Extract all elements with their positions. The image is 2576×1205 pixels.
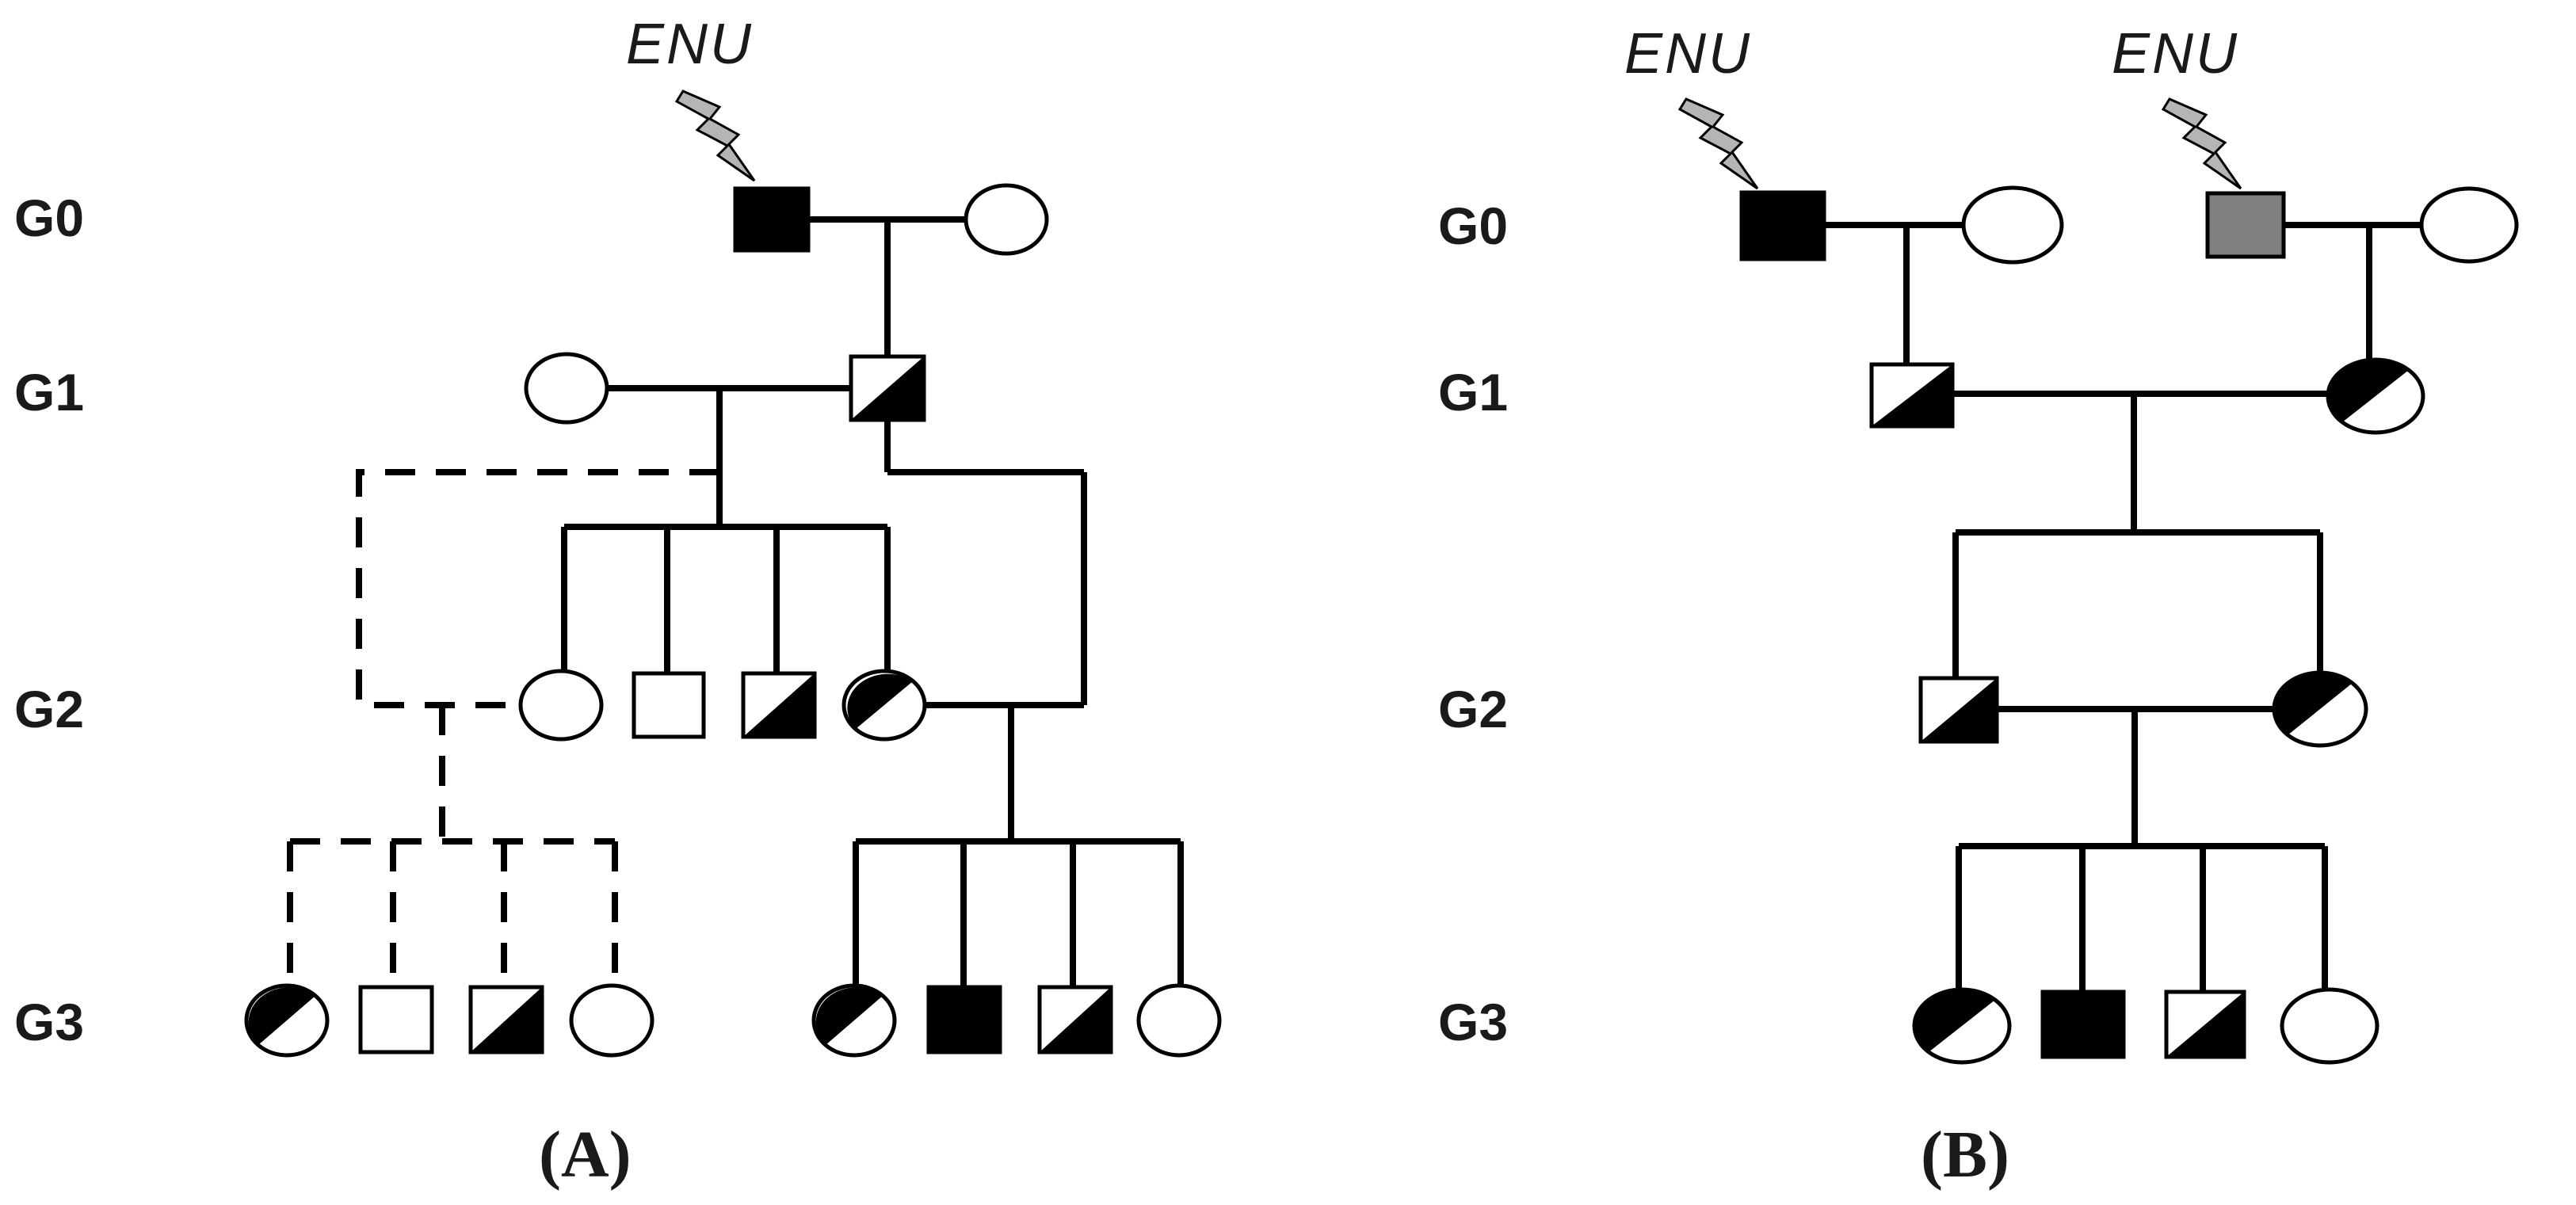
unaffected-female-symbol [2419,186,2519,264]
gen-label-g2-a: G2 [14,680,84,738]
pedigree-dashed-lines-a [287,469,719,986]
carrier-male-symbol [2164,990,2246,1059]
carrier-female-symbol [244,983,330,1058]
pedigree-panel-a: (A) [244,183,1222,1192]
carrier-female-symbol [2272,670,2368,748]
unaffected-female-symbol [964,183,1049,256]
unaffected-female-symbol [524,352,609,425]
carrier-male-symbol [1037,985,1113,1054]
carrier-male-symbol [1869,362,1955,429]
carrier-male-symbol [849,354,926,422]
gen-label-g1-a: G1 [14,363,84,421]
pedigree-lines-b [1824,222,2420,990]
lightning-bolt-icon [1677,97,1759,190]
unaffected-female-symbol [1961,185,2064,265]
unaffected-female-symbol [2280,987,2379,1065]
gen-label-g0-a: G0 [14,189,84,247]
carrier-male-symbol [1918,676,1999,744]
generation-labels-panel-b: G0 G1 G2 G3 [1438,196,1508,1051]
enu-label-a: ENU [626,13,754,76]
gen-label-g2-b: G2 [1438,680,1508,738]
generation-labels-panel-a: G0 G1 G2 G3 [14,189,84,1051]
panel-label-b: (B) [1921,1118,2009,1192]
gen-label-g3-a: G3 [14,993,84,1051]
enu-label-b-1: ENU [1624,22,1752,86]
carrier-female-symbol [841,669,927,742]
carrier-female-symbol [2326,357,2425,435]
unaffected-male-symbol [358,985,434,1054]
unaffected-female-symbol [518,669,604,742]
carrier-female-symbol [811,983,897,1058]
gen-label-g0-b: G0 [1438,196,1508,255]
affected-male-symbol [2040,990,2126,1059]
unaffected-male-symbol [632,671,706,739]
mutagenized-male-symbol [2205,191,2286,259]
carrier-male-symbol [468,985,544,1054]
lightning-bolt-icon [2161,97,2242,190]
affected-male-symbol [926,985,1002,1054]
panel-label-a: (A) [539,1118,632,1192]
gen-label-g3-b: G3 [1438,993,1508,1051]
unaffected-female-symbol [569,983,654,1058]
affected-male-symbol [733,186,811,253]
carrier-female-symbol [1912,987,2012,1065]
gen-label-g1-b: G1 [1438,363,1508,421]
mutagen-markers: ENU ENU ENU [626,13,2242,190]
affected-male-symbol [1739,190,1826,261]
carrier-male-symbol [741,671,817,739]
enu-label-b-2: ENU [2112,22,2239,86]
lightning-bolt-icon [674,90,756,182]
pedigree-panel-b: (B) [1739,185,2519,1192]
unaffected-female-symbol [1136,983,1222,1058]
pedigree-lines-a [561,216,1184,986]
